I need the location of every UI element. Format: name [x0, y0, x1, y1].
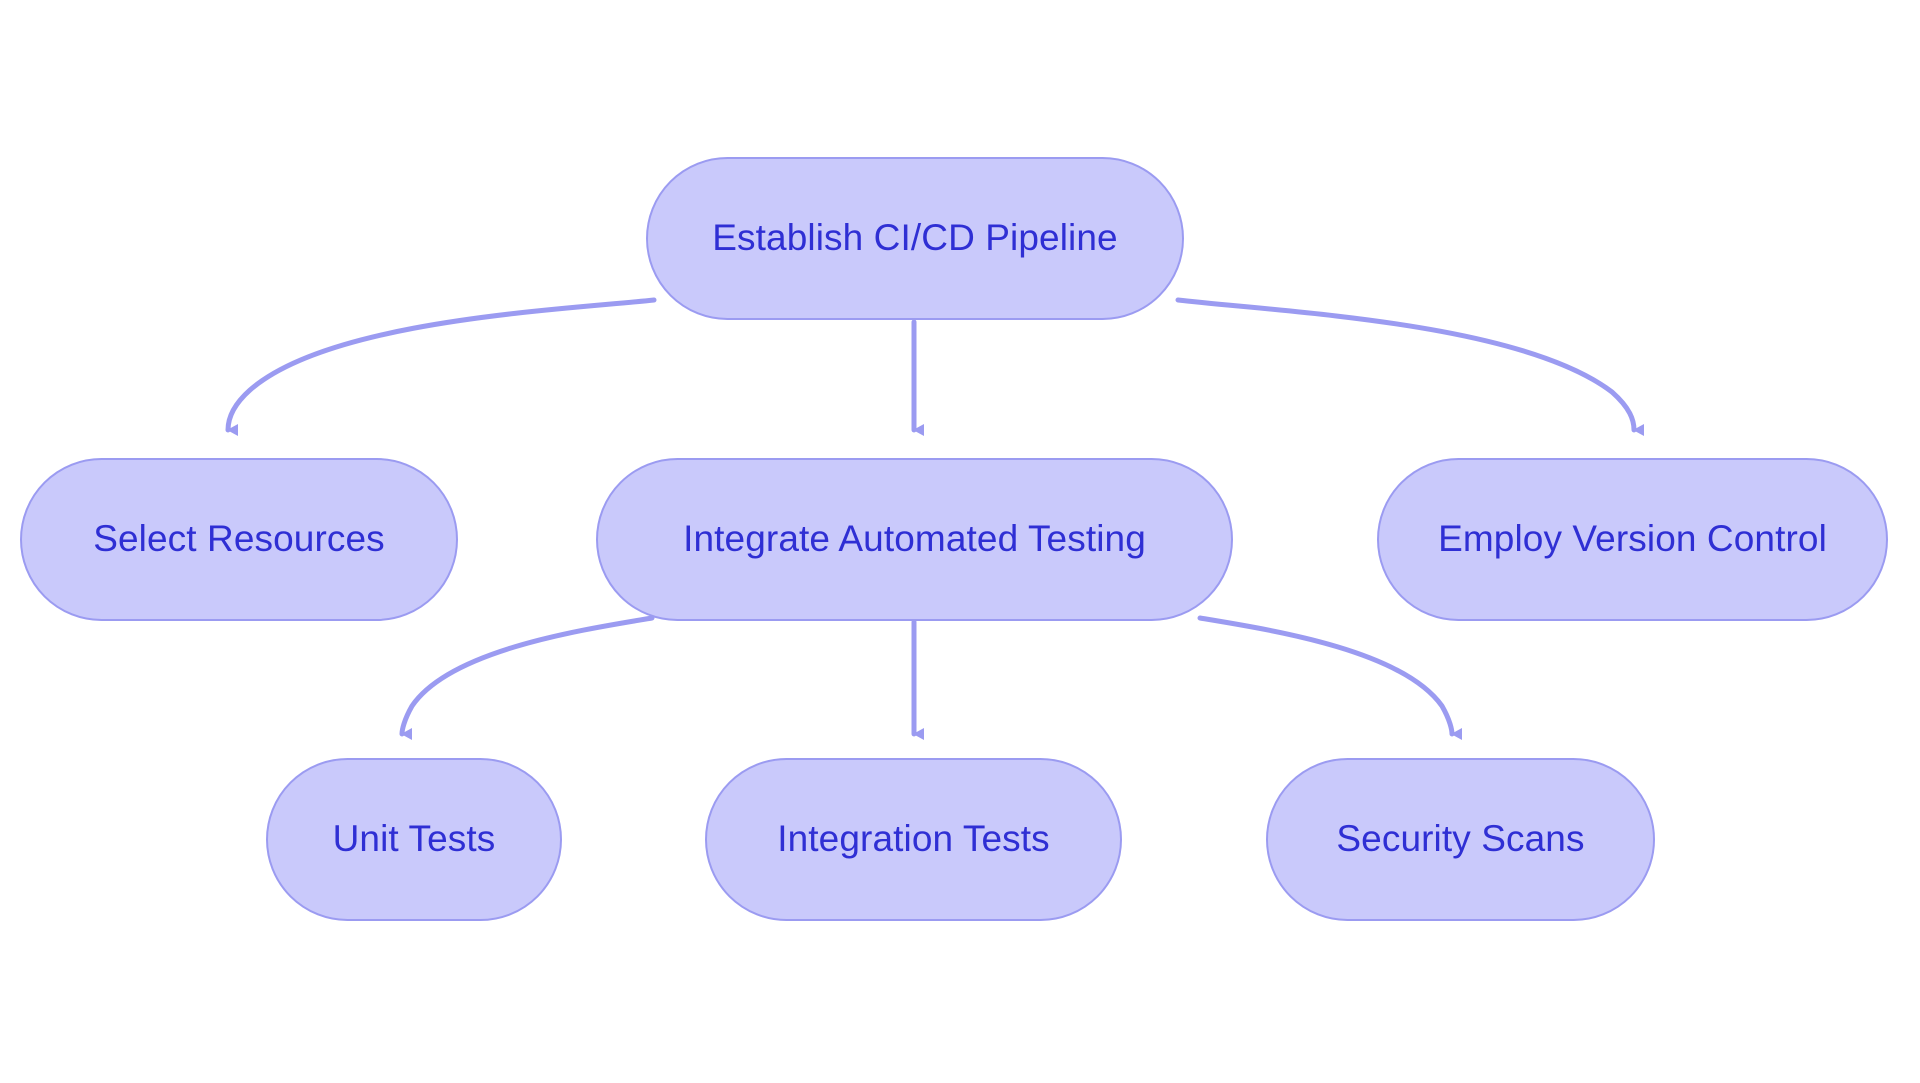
edge-integrate-automated-testing-to-security-scans	[1197, 615, 1463, 740]
node-unit-tests[interactable]: Unit Tests	[266, 758, 562, 921]
node-establish-ci-cd-pipeline[interactable]: Establish CI/CD Pipeline	[646, 157, 1184, 320]
node-label: Establish CI/CD Pipeline	[712, 217, 1118, 259]
node-label: Security Scans	[1336, 818, 1585, 860]
node-label: Integrate Automated Testing	[683, 518, 1146, 560]
node-select-resources[interactable]: Select Resources	[20, 458, 458, 621]
node-integrate-automated-testing[interactable]: Integrate Automated Testing	[596, 458, 1233, 621]
edge-integrate-automated-testing-to-unit-tests	[399, 615, 655, 741]
node-label: Unit Tests	[332, 818, 496, 860]
edge-root-to-select-resources	[225, 297, 657, 437]
node-label: Employ Version Control	[1438, 518, 1827, 560]
edge-root-to-employ-version-control	[1175, 297, 1645, 436]
node-label: Select Resources	[93, 518, 385, 560]
node-employ-version-control[interactable]: Employ Version Control	[1377, 458, 1888, 621]
node-label: Integration Tests	[777, 818, 1050, 860]
node-integration-tests[interactable]: Integration Tests	[705, 758, 1122, 921]
node-security-scans[interactable]: Security Scans	[1266, 758, 1655, 921]
